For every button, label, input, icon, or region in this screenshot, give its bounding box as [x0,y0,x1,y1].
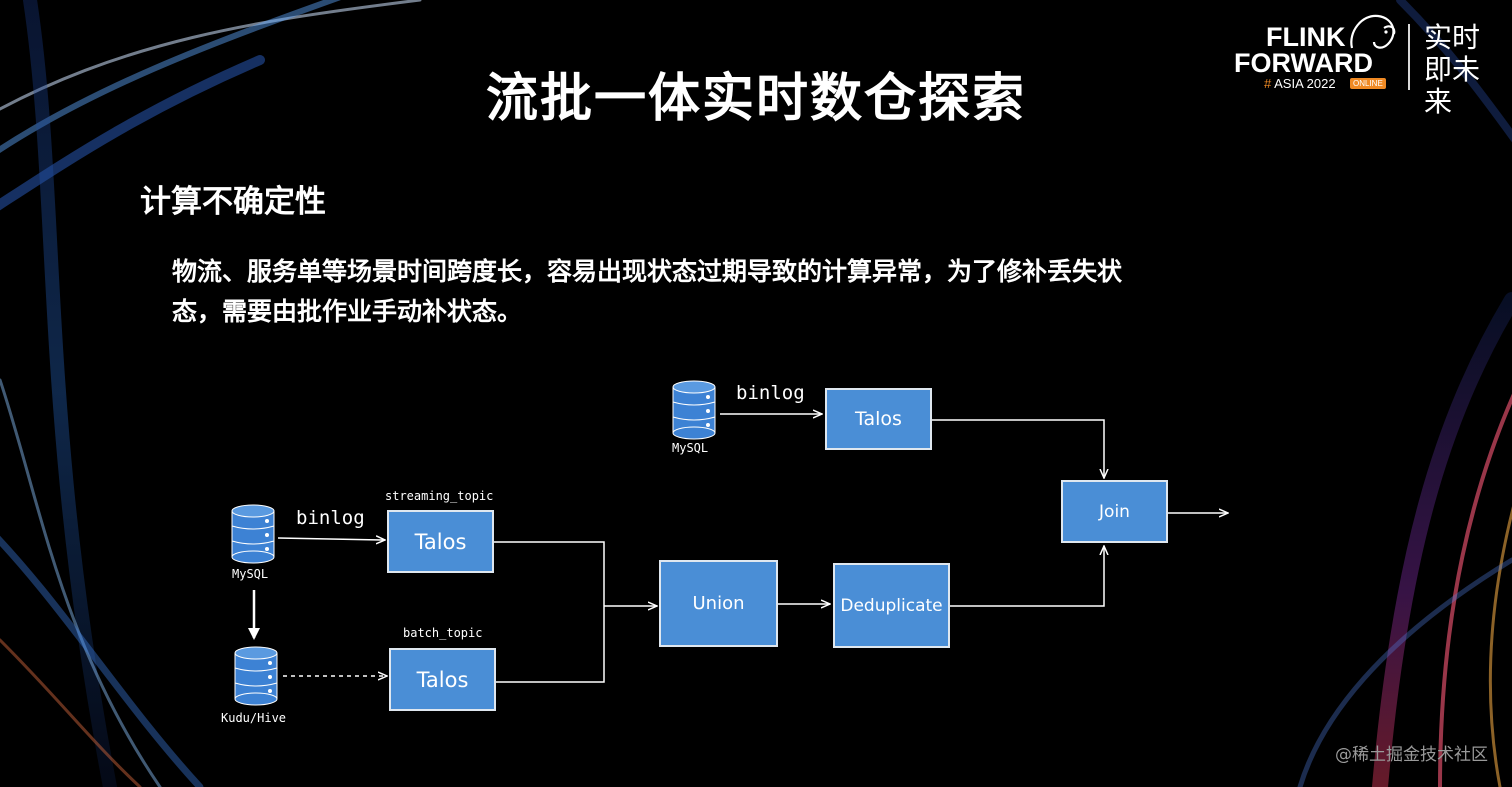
logo-chinese-slogan: 实时即未来 [1424,21,1481,118]
logo-divider [1408,24,1410,90]
talos-box-batch: Talos [389,648,496,711]
body-line-1: 物流、服务单等场景时间跨度长，容易出现状态过期导致的计算异常，为了修补丢失状 [172,257,1123,286]
database-icon-mysql-top [672,380,716,440]
edge-talos-batch-to-union [496,606,605,683]
edge-dedup-to-join [950,546,1104,607]
union-box: Union [659,560,778,647]
database-icon-kudu-hive [234,646,278,706]
logo-flink-text: FLINK [1266,22,1346,52]
join-box: Join [1061,480,1168,543]
edge-talos-top-to-join [932,419,1104,478]
edge-mysql-to-talos-stream [277,538,385,540]
flink-forward-logo: FLINK FORWARD # ASIA 2022 ONLINE 实时即未来 [1228,14,1498,118]
edge-label-binlog-top: binlog [736,382,805,404]
db-label-mysql-top: MySQL [672,441,709,455]
squirrel-mascot-icon [1350,14,1396,49]
talos-box-top: Talos [825,388,932,450]
topic-label-batch: batch_topic [403,626,483,640]
logo-online-badge: ONLINE [1350,78,1386,89]
database-icon-mysql-mid [231,504,275,564]
slide-title: 流批一体实时数仓探索 [485,69,1026,129]
logo-asia-year: ASIA 2022 [1271,76,1336,91]
edge-label-binlog-mid: binlog [296,507,365,529]
body-paragraph: 物流、服务单等场景时间跨度长，容易出现状态过期导致的计算异常，为了修补丢失状 态… [172,252,1372,332]
body-line-2: 态，需要由批作业手动补状态。 [172,297,523,326]
deduplicate-box: Deduplicate [833,563,950,648]
topic-label-streaming: streaming_topic [385,489,494,503]
logo-hash: # [1264,76,1272,91]
db-label-mysql-mid: MySQL [232,567,269,581]
section-heading: 计算不确定性 [140,184,326,220]
db-label-kudu-hive: Kudu/Hive [221,711,287,725]
watermark: @稀土掘金技术社区 [1335,745,1488,765]
logo-asia-text: # ASIA 2022 [1264,76,1336,91]
talos-box-streaming: Talos [387,510,494,573]
logo-forward-text: FORWARD [1234,48,1373,78]
edge-talos-stream-to-union [494,541,605,606]
